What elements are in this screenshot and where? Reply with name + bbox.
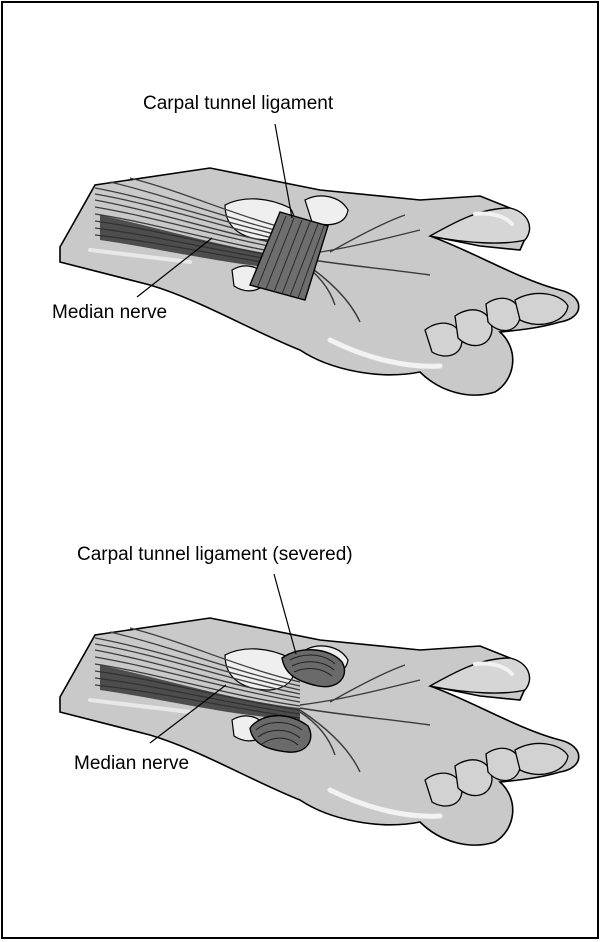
top-wrist-illustration: [60, 124, 579, 395]
bottom-wrist-illustration: [60, 574, 579, 845]
severed-ligament-label: Carpal tunnel ligament (severed): [77, 545, 353, 564]
median-nerve-label: Median nerve: [74, 754, 189, 773]
ligament-label: Carpal tunnel ligament: [143, 94, 333, 113]
median-nerve-label: Median nerve: [52, 303, 167, 322]
